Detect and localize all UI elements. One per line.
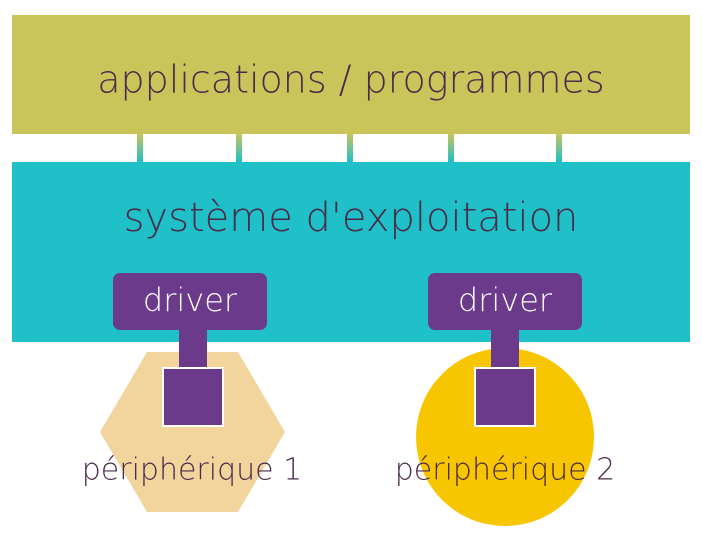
connector (448, 134, 454, 162)
device-1-label: périphérique 1 (82, 453, 303, 488)
driver-1: driver (113, 273, 267, 427)
driver-1-box (113, 273, 267, 330)
connector (347, 134, 353, 162)
driver-2-label: driver (458, 281, 553, 319)
operating-system-label: système d'exploitation (124, 195, 579, 241)
driver-1-label: driver (143, 281, 238, 319)
driver-1-stem (179, 328, 207, 370)
driver-2-box (428, 273, 582, 330)
device-2-label: périphérique 2 (395, 453, 616, 488)
device-1-hexagon (100, 352, 285, 512)
connector (236, 134, 242, 162)
driver-2-stem (491, 328, 519, 370)
applications-label: applications / programmes (97, 58, 604, 102)
driver-1-plug (162, 367, 224, 427)
driver-2: driver (428, 273, 582, 427)
connector (556, 134, 562, 162)
connector (137, 134, 143, 162)
device-2-circle (416, 348, 594, 526)
applications-layer (12, 15, 690, 134)
driver-2-plug (474, 367, 536, 427)
